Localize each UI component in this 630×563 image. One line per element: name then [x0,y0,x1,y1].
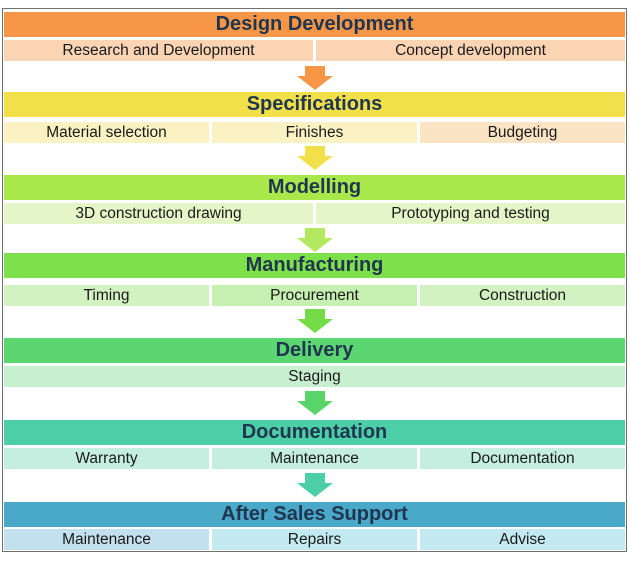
stage-item: Material selection [4,122,209,143]
stage-items-design-development: Research and Development Concept develop… [4,40,625,61]
stage-item: Prototyping and testing [316,203,625,224]
stage-items-after-sales-support: Maintenance Repairs Advise [4,529,625,550]
stage-item: Finishes [212,122,417,143]
down-arrow-icon [297,228,333,252]
stage-item: Budgeting [420,122,625,143]
stage-item: Warranty [4,448,209,469]
stage-item: Research and Development [4,40,313,61]
down-arrow-icon [297,309,333,333]
stage-item: 3D construction drawing [4,203,313,224]
down-arrow-icon [297,146,333,170]
stage-title-after-sales-support: After Sales Support [4,502,625,527]
stage-item: Timing [4,285,209,306]
stage-title-design-development: Design Development [4,12,625,37]
stage-item: Documentation [420,448,625,469]
stage-items-documentation: Warranty Maintenance Documentation [4,448,625,469]
stage-items-delivery: Staging [4,366,625,387]
stage-item: Concept development [316,40,625,61]
stage-title-specifications: Specifications [4,92,625,117]
stage-item: Advise [420,529,625,550]
stage-items-modelling: 3D construction drawing Prototyping and … [4,203,625,224]
stage-item: Repairs [212,529,417,550]
down-arrow-icon [297,391,333,415]
down-arrow-icon [297,66,333,90]
down-arrow-icon [297,473,333,497]
stage-item: Staging [4,366,625,387]
stage-items-specifications: Material selection Finishes Budgeting [4,122,625,143]
stage-title-delivery: Delivery [4,338,625,363]
stage-item: Maintenance [4,529,209,550]
stage-items-manufacturing: Timing Procurement Construction [4,285,625,306]
stage-title-manufacturing: Manufacturing [4,253,625,278]
stage-item: Maintenance [212,448,417,469]
stage-title-documentation: Documentation [4,420,625,445]
stage-item: Procurement [212,285,417,306]
stage-item: Construction [420,285,625,306]
stage-title-modelling: Modelling [4,175,625,200]
